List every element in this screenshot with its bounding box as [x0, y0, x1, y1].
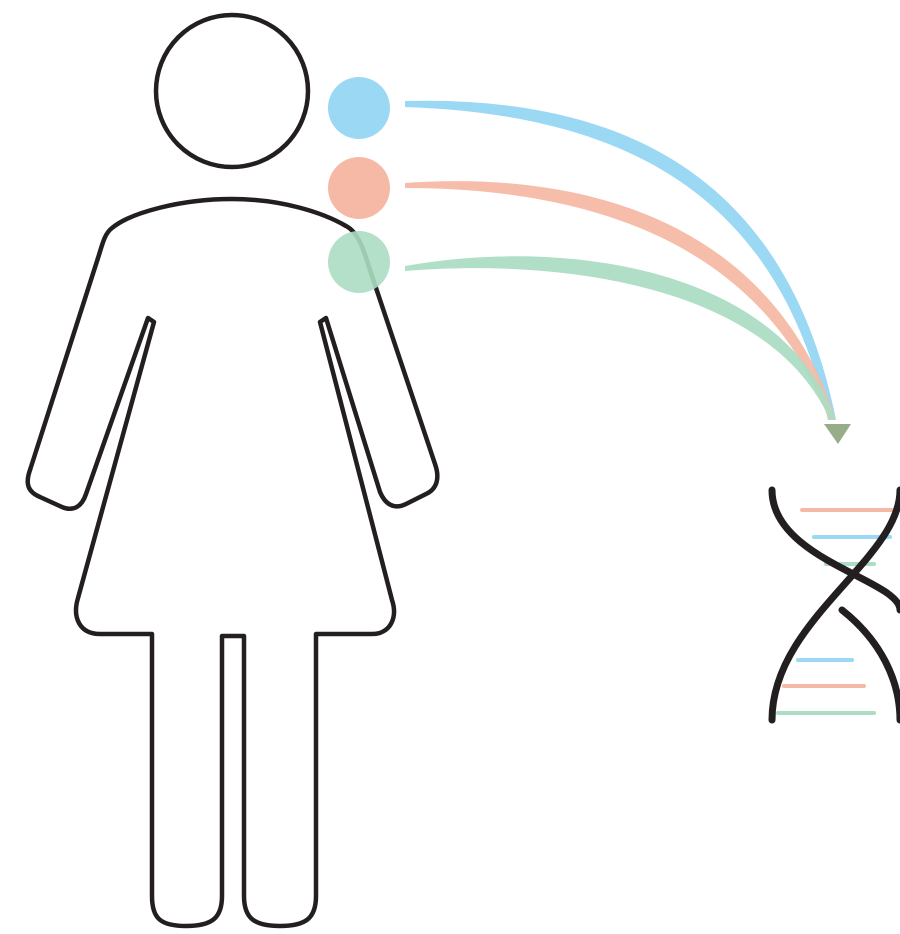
woman-figure-icon — [25, 12, 440, 929]
head-outline — [153, 12, 311, 170]
arrowhead — [824, 424, 851, 444]
dna-double-helix-icon — [768, 486, 900, 724]
dna-strand — [768, 486, 900, 724]
green-arrow — [405, 256, 836, 420]
body-outline — [25, 196, 440, 929]
arrow-group — [405, 100, 851, 444]
marker-group — [328, 77, 390, 293]
dna-strand — [768, 486, 900, 614]
salmon-arrow — [405, 181, 836, 420]
blue-marker — [328, 77, 390, 139]
salmon-marker — [328, 157, 390, 219]
dna-strand — [838, 606, 900, 724]
green-marker — [328, 231, 390, 293]
